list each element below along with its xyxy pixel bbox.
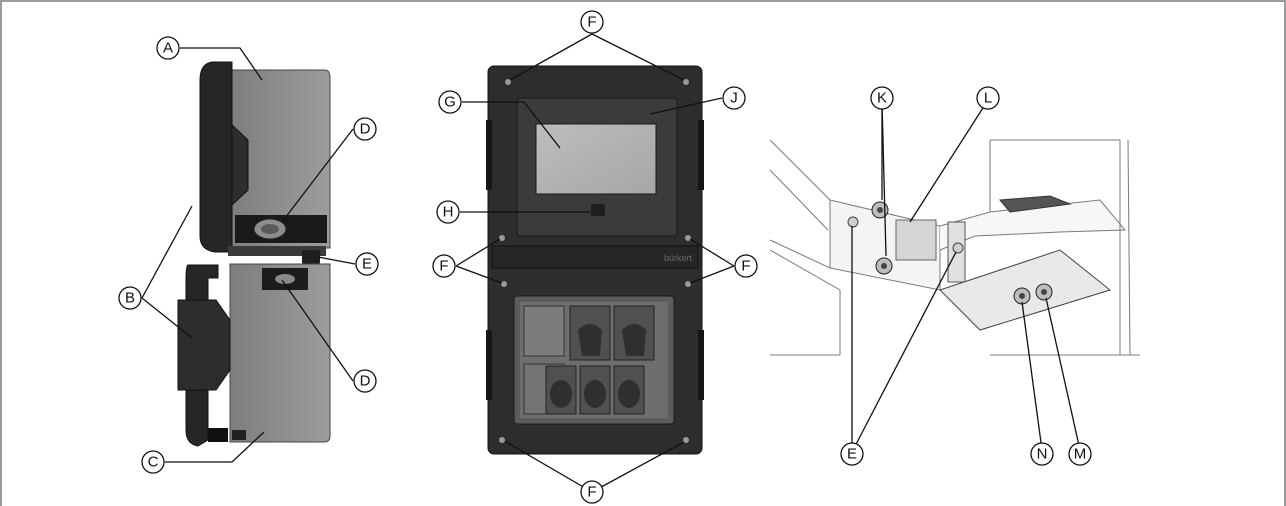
callout-M: M [1068,442,1092,466]
callout-F-top: F [580,10,604,34]
leader-F2a [455,238,501,267]
leader-F3b [689,265,735,284]
callout-F-top-label: F [587,14,596,31]
callout-B: B [118,286,142,310]
callout-H-label: H [443,204,454,221]
callout-N: N [1030,442,1054,466]
callout-C: C [141,450,165,474]
callout-N-label: N [1037,446,1048,463]
leader-K2 [881,101,887,257]
callout-E-left: E [355,252,379,276]
leader-G [462,101,561,149]
callout-L: L [976,86,1000,110]
callout-leaders [141,33,1081,493]
callout-L-label: L [984,90,992,107]
callout-G: G [438,90,462,114]
callout-D-lower-label: D [360,373,371,390]
leader-F1a [509,33,593,81]
callout-A: A [156,36,180,60]
callout-F-bottom: F [580,480,604,504]
leader-F4a [505,441,593,493]
leader-F3a [689,238,735,267]
leader-M [1045,297,1081,451]
callout-C-label: C [148,454,159,471]
side-view-drawing [177,61,331,447]
brand-logo-text: bürkert [664,253,693,263]
leader-E2b [851,251,957,453]
callout-A-label: A [163,40,173,57]
callout-F-bottom-label: F [587,484,596,501]
callout-F-left-label: F [439,258,448,275]
callout-J: J [722,86,746,110]
callout-K: K [870,86,894,110]
callout-M-label: M [1074,446,1087,463]
callout-D-upper: D [353,117,377,141]
leader-B1 [141,205,193,299]
leader-F4b [591,441,685,493]
leader-F2b [455,265,503,284]
callout-D-upper-label: D [360,121,371,138]
callout-B-label: B [125,290,135,307]
callout-J-label: J [730,90,738,107]
leader-A [180,47,263,81]
callout-F-left: F [432,254,456,278]
leader-L [909,99,989,223]
callout-H: H [436,200,460,224]
callout-K-label: K [877,90,887,107]
leader-N [1021,301,1043,451]
callout-G-label: G [444,94,456,111]
front-view-drawing: bürkert [486,65,704,455]
callout-F-right-label: F [741,258,750,275]
leader-D1 [281,128,354,223]
callout-E-right-label: E [847,446,857,463]
leader-C [165,431,265,463]
leader-E1 [317,256,356,265]
callout-E-left-label: E [362,256,372,273]
callout-E-right: E [840,442,864,466]
connector-detail-drawing [769,139,1140,356]
callout-F-right: F [734,254,758,278]
leader-B2 [141,297,193,339]
leader-D2 [281,279,354,382]
leader-F1b [591,33,685,81]
callouts: A B C D D E F G J H F F F K L E N M [118,10,1092,504]
callout-D-lower: D [353,369,377,393]
leader-J [649,97,723,115]
